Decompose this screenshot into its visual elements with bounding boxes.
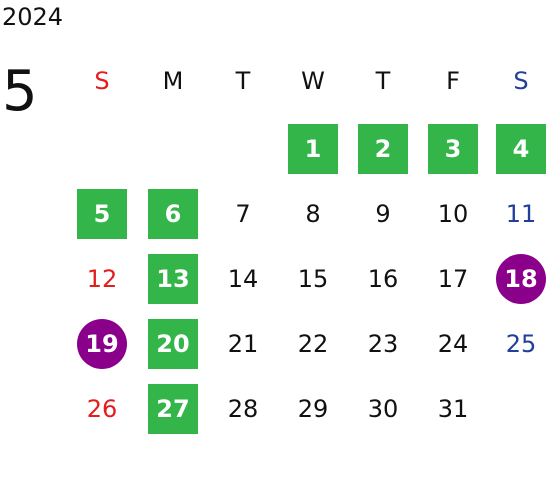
day-number: 22	[297, 330, 329, 358]
day-cell-20[interactable]: 20	[148, 319, 198, 369]
day-number: 16	[367, 265, 399, 293]
day-cell-11[interactable]: 11	[496, 189, 546, 239]
day-number: 24	[437, 330, 469, 358]
day-cell-16[interactable]: 16	[358, 254, 408, 304]
day-cell-23[interactable]: 23	[358, 319, 408, 369]
weekday-5: F	[446, 67, 460, 95]
day-number: 18	[504, 265, 538, 293]
day-cell-14[interactable]: 14	[218, 254, 268, 304]
weekday-0: S	[94, 67, 110, 95]
weekday-4: T	[375, 67, 391, 95]
day-cell-15[interactable]: 15	[288, 254, 338, 304]
month-number: 5	[2, 59, 38, 124]
day-number: 14	[227, 265, 259, 293]
day-number: 9	[375, 200, 391, 228]
day-number: 6	[164, 200, 182, 228]
day-cell-1[interactable]: 1	[288, 124, 338, 174]
day-number: 11	[505, 200, 537, 228]
day-cell-7[interactable]: 7	[218, 189, 268, 239]
day-number: 28	[227, 395, 259, 423]
day-number: 7	[235, 200, 251, 228]
day-cell-18[interactable]: 18	[496, 254, 546, 304]
day-number: 13	[156, 265, 190, 293]
day-number: 25	[505, 330, 537, 358]
day-number: 8	[305, 200, 321, 228]
day-cell-10[interactable]: 10	[428, 189, 478, 239]
day-number: 31	[437, 395, 469, 423]
day-cell-3[interactable]: 3	[428, 124, 478, 174]
day-number: 1	[304, 135, 322, 163]
day-cell-12[interactable]: 12	[77, 254, 127, 304]
day-cell-5[interactable]: 5	[77, 189, 127, 239]
day-number: 12	[86, 265, 118, 293]
day-cell-26[interactable]: 26	[77, 384, 127, 434]
day-cell-25[interactable]: 25	[496, 319, 546, 369]
day-cell-27[interactable]: 27	[148, 384, 198, 434]
day-number: 2	[374, 135, 392, 163]
day-cell-28[interactable]: 28	[218, 384, 268, 434]
day-number: 29	[297, 395, 329, 423]
weekday-1: M	[162, 67, 184, 95]
day-number: 21	[227, 330, 259, 358]
day-cell-30[interactable]: 30	[358, 384, 408, 434]
day-cell-17[interactable]: 17	[428, 254, 478, 304]
day-cell-29[interactable]: 29	[288, 384, 338, 434]
day-cell-9[interactable]: 9	[358, 189, 408, 239]
day-number: 5	[93, 200, 111, 228]
day-number: 26	[86, 395, 118, 423]
year-label: 2024	[2, 3, 64, 31]
day-number: 3	[444, 135, 462, 163]
day-cell-6[interactable]: 6	[148, 189, 198, 239]
weekday-2: T	[235, 67, 251, 95]
day-number: 27	[156, 395, 190, 423]
day-number: 30	[367, 395, 399, 423]
day-cell-24[interactable]: 24	[428, 319, 478, 369]
day-cell-22[interactable]: 22	[288, 319, 338, 369]
day-cell-31[interactable]: 31	[428, 384, 478, 434]
day-number: 19	[85, 330, 119, 358]
day-number: 4	[512, 135, 530, 163]
day-cell-2[interactable]: 2	[358, 124, 408, 174]
day-cell-4[interactable]: 4	[496, 124, 546, 174]
day-cell-19[interactable]: 19	[77, 319, 127, 369]
day-number: 20	[156, 330, 190, 358]
weekday-3: W	[301, 67, 325, 95]
day-number: 15	[297, 265, 329, 293]
day-cell-8[interactable]: 8	[288, 189, 338, 239]
day-number: 23	[367, 330, 399, 358]
day-cell-21[interactable]: 21	[218, 319, 268, 369]
day-number: 10	[437, 200, 469, 228]
day-cell-13[interactable]: 13	[148, 254, 198, 304]
day-number: 17	[437, 265, 469, 293]
weekday-6: S	[513, 67, 529, 95]
